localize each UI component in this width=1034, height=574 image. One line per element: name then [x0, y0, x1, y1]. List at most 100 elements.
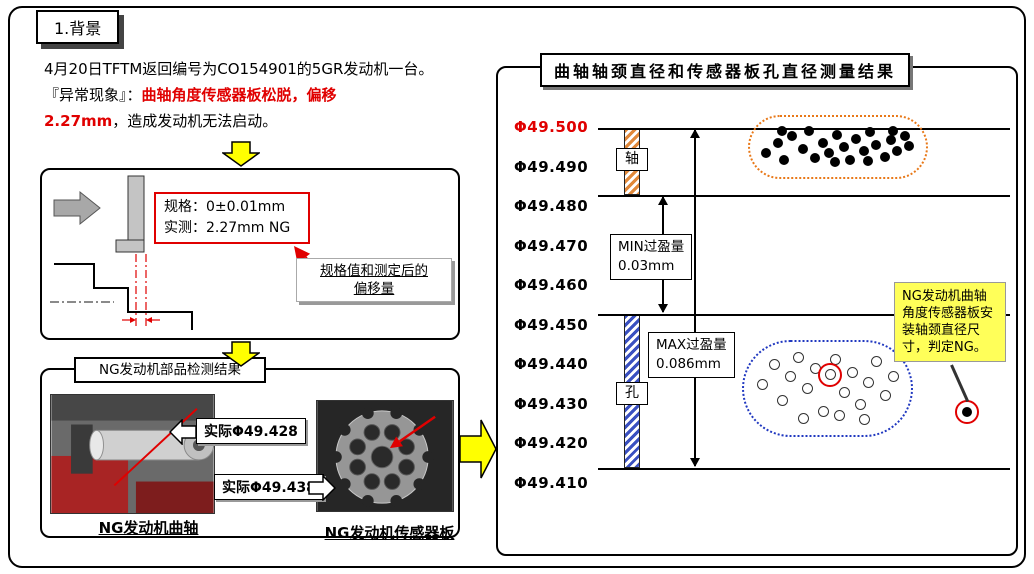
data-point: [871, 356, 883, 368]
data-point: [818, 138, 828, 149]
data-point: [871, 140, 882, 151]
data-point: [797, 144, 808, 155]
shaft-cluster-enclosure: [748, 115, 928, 179]
data-point: [838, 142, 849, 153]
crankshaft-measured-value: 实际Φ49.428: [196, 418, 306, 444]
ng-highlight-circle: [818, 362, 843, 387]
data-point: [854, 399, 866, 410]
y-tick-label: Φ49.470: [514, 236, 589, 255]
spec-vs-measured-box: 规格：0±0.01mm 实测：2.27mm NG: [154, 192, 310, 244]
data-point: [779, 154, 790, 165]
data-point: [904, 141, 915, 152]
y-tick-label: Φ49.440: [514, 355, 589, 373]
slide-border: [8, 6, 1026, 568]
background-text-line3: 2.27mm，造成发动机无法启动。: [44, 112, 278, 130]
sensor-plate-photo: [316, 400, 454, 512]
min-interference-arrow-arrowhead: [658, 196, 668, 206]
data-point: [838, 387, 850, 399]
y-tick-label: Φ49.420: [514, 434, 589, 452]
crankshaft-photo: [50, 394, 215, 514]
crankshaft-photo-caption: NG发动机曲轴: [98, 519, 199, 537]
y-tick-label: Φ49.430: [514, 394, 589, 413]
data-point: [832, 129, 843, 140]
reference-line: [598, 467, 1010, 470]
max-interference-box: MAX过盈量 0.086mm: [648, 332, 735, 378]
data-point: [879, 390, 891, 402]
ng-highlight-circle: [955, 400, 979, 425]
max-interference-arrow-arrowhead: [690, 457, 700, 467]
data-point: [830, 157, 841, 168]
right-block-arrow-icon: [459, 419, 497, 479]
max-interference-arrow-arrowhead: [690, 129, 700, 138]
ng-inspection-title: NG发动机部品检测结果: [74, 357, 266, 383]
data-point: [793, 352, 805, 364]
right-arrow-icon: [308, 475, 336, 501]
data-point: [787, 131, 798, 142]
spec-line: 规格：0±0.01mm: [164, 199, 286, 215]
data-point: [772, 137, 783, 148]
data-point: [797, 412, 809, 424]
dimension-arrowhead: [146, 317, 152, 323]
offset-note: 规格值和测定后的 偏移量: [296, 258, 452, 302]
data-point: [846, 366, 858, 378]
measurement-results-panel: 曲轴轴颈直径和传感器板孔直径测量结果 轴 孔 MIN过盈量 0.03mm MAX…: [496, 53, 1020, 558]
hole-bar-label: 孔: [616, 382, 648, 405]
background-text: 4月20日TFTM返回编号为CO154901的5GR发动机一台。 『异常现象』：…: [44, 56, 480, 134]
data-point: [809, 153, 820, 164]
data-point: [887, 125, 898, 136]
down-arrow-icon: [222, 341, 260, 367]
data-point: [760, 148, 771, 159]
data-point: [865, 127, 876, 138]
hole-cluster-enclosure: [742, 339, 914, 438]
data-point: [777, 395, 788, 407]
max-interference-value: 0.086mm: [656, 356, 721, 372]
offset-diagram-panel: 规格：0±0.01mm 实测：2.27mm NG 规格值和测定后的 偏移量: [40, 168, 460, 340]
y-tick-label: Φ49.450: [514, 315, 589, 334]
max-interference-label: MAX过盈量: [656, 337, 727, 353]
reference-line: [598, 313, 1010, 316]
y-tick-label: Φ49.480: [514, 197, 589, 215]
sensor-plate-foot: [115, 239, 145, 253]
section-title: 1.背景: [36, 10, 120, 44]
data-point: [768, 358, 780, 370]
callout-pointer: [950, 364, 970, 403]
data-point: [834, 410, 846, 422]
data-point: [863, 377, 875, 389]
data-point: [756, 379, 768, 391]
data-point: [803, 125, 814, 136]
data-point: [863, 156, 874, 167]
data-point: [900, 131, 910, 142]
ng-judgement-callout: NG发动机曲轴角度传感器板安装轴颈直径尺寸，判定NG。: [894, 282, 1006, 362]
data-point: [850, 133, 861, 144]
y-tick-label: Φ49.490: [514, 157, 589, 176]
ng-inspection-panel: NG发动机部品检测结果: [40, 357, 460, 542]
shaft-bar-label: 轴: [616, 148, 648, 171]
crankshaft-profile-line: [54, 263, 193, 330]
data-point: [859, 414, 870, 425]
min-interference-box: MIN过盈量 0.03mm: [610, 234, 693, 280]
chart-title: 曲轴轴颈直径和传感器板孔直径测量结果: [540, 53, 911, 87]
y-tick-label: Φ49.410: [514, 473, 589, 492]
data-point: [887, 371, 899, 383]
reference-line: [598, 195, 1010, 198]
min-interference-arrow-arrowhead: [658, 303, 668, 313]
max-interference-arrow: [694, 130, 696, 466]
background-text-line1: 4月20日TFTM返回编号为CO154901的5GR发动机一台。: [44, 60, 434, 78]
measured-line: 实测：2.27mm NG: [164, 220, 291, 236]
sensor-plate-measured-value: 实际Φ49.438: [214, 474, 324, 500]
push-arrow-icon: [53, 190, 101, 226]
data-point: [818, 406, 829, 418]
data-point: [879, 152, 890, 163]
data-point: [885, 135, 896, 146]
measurement-chart: 轴 孔 MIN过盈量 0.03mm MAX过盈量 0.086mm NG发动机曲轴…: [498, 68, 1020, 558]
data-point: [891, 146, 902, 157]
dimension-arrowhead: [130, 317, 136, 323]
data-point: [785, 370, 797, 382]
left-arrow-icon: [169, 419, 197, 445]
data-point: [777, 125, 787, 136]
min-interference-value: 0.03mm: [618, 258, 675, 274]
sensor-plate-photo-caption: NG发动机传感器板: [324, 524, 455, 542]
down-arrow-icon: [222, 141, 260, 167]
data-point: [859, 146, 869, 157]
